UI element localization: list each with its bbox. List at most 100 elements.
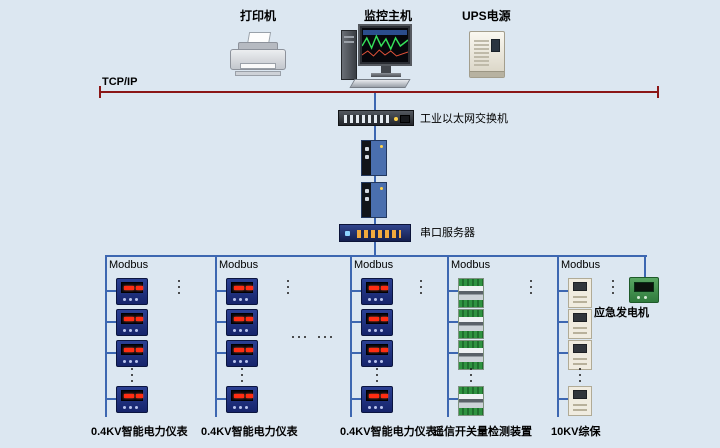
fieldbus-line	[447, 255, 449, 417]
fieldbus-line	[557, 255, 559, 417]
device-stub-line	[107, 398, 116, 400]
bus-devices-label: 0.4KV智能电力仪表	[91, 426, 188, 438]
meter-display	[121, 390, 143, 401]
serial-bus-link	[374, 242, 376, 256]
device-stub-line	[217, 321, 226, 323]
fieldbus-line	[215, 255, 217, 417]
relay-line	[573, 358, 587, 360]
power-meter-icon	[116, 340, 148, 367]
tcpip-label: TCP/IP	[102, 76, 138, 88]
device-stub-line	[559, 290, 568, 292]
device-stub-line	[559, 321, 568, 323]
meter-buttons	[123, 406, 138, 409]
device-stub-line	[449, 290, 458, 292]
power-meter-icon	[226, 340, 258, 367]
device-stub-line	[107, 352, 116, 354]
meter-display	[231, 313, 253, 324]
bus-devices-label: 遥信开关量检测装置	[433, 426, 532, 438]
meter-buttons	[233, 360, 248, 363]
relay-line	[573, 409, 587, 411]
more-devices-ellipsis	[470, 368, 472, 382]
switch-label: 工业以太网交换机	[420, 113, 508, 125]
bus-devices-label: 10KV综保	[551, 426, 601, 438]
power-meter-icon	[226, 278, 258, 305]
serial-ports	[357, 230, 401, 238]
relay-display	[573, 282, 587, 291]
pc-monitor	[358, 24, 412, 66]
device-stub-line	[217, 398, 226, 400]
printer-icon	[230, 32, 286, 79]
fieldbus-line	[350, 255, 352, 417]
meter-display	[231, 344, 253, 355]
ups-icon	[469, 31, 505, 78]
device-stub-line	[107, 290, 116, 292]
more-branch-ellipsis	[287, 280, 289, 294]
switch-ports	[344, 115, 390, 123]
device-stub-line	[449, 398, 458, 400]
terminal-strip-bottom	[459, 408, 483, 415]
main-bus-line	[105, 255, 647, 257]
ups-label: UPS电源	[462, 9, 511, 23]
meter-display	[121, 313, 143, 324]
more-branch-ellipsis	[178, 280, 180, 294]
meter-buttons	[368, 329, 383, 332]
meter-buttons	[233, 298, 248, 301]
converter-serial-link	[374, 218, 376, 224]
bus-protocol-label: Modbus	[109, 259, 149, 271]
terminal-strip-top	[459, 341, 483, 348]
meter-buttons	[368, 406, 383, 409]
relay-line	[573, 404, 587, 406]
relay-line	[573, 327, 587, 329]
power-meter-icon	[361, 386, 393, 413]
meter-buttons	[233, 329, 248, 332]
bus-protocol-label: Modbus	[561, 259, 601, 271]
device-stub-line	[217, 352, 226, 354]
module-face	[459, 348, 483, 362]
terminal-strip-bottom	[459, 300, 483, 307]
more-branch-ellipsis	[420, 280, 422, 294]
fieldbus-line	[105, 255, 107, 417]
pc-screen	[362, 28, 408, 62]
scada-waveform	[362, 30, 408, 57]
pc-keyboard	[349, 79, 411, 88]
relay-display	[573, 344, 587, 353]
protection-relay-icon	[568, 309, 592, 339]
relay-line	[573, 332, 587, 334]
protection-relay-icon	[568, 386, 592, 416]
meter-display	[121, 282, 143, 293]
terminal-strip-top	[459, 310, 483, 317]
meter-buttons	[123, 360, 138, 363]
meter-display	[231, 282, 253, 293]
protection-relay-icon	[568, 278, 592, 308]
meter-display	[366, 313, 388, 324]
io-module-icon	[458, 309, 484, 339]
meter-buttons	[368, 298, 383, 301]
io-module-icon	[458, 278, 484, 308]
serial-server-label: 串口服务器	[420, 227, 475, 239]
meter-buttons	[123, 298, 138, 301]
tcpip-bus-line	[100, 91, 658, 93]
power-meter-icon	[226, 386, 258, 413]
device-stub-line	[217, 290, 226, 292]
bus-protocol-label: Modbus	[354, 259, 394, 271]
io-module-icon	[458, 386, 484, 416]
power-meter-icon	[361, 278, 393, 305]
more-devices-ellipsis	[131, 368, 133, 382]
printer-label: 打印机	[240, 9, 277, 23]
bus-devices-label: 0.4KV智能电力仪表	[201, 426, 298, 438]
more-branch-ellipsis	[530, 280, 532, 294]
media-converter-icon	[361, 182, 387, 218]
io-module-icon	[458, 340, 484, 370]
media-converter-icon	[361, 140, 387, 176]
relay-line	[573, 363, 587, 365]
ethernet-switch-icon	[338, 110, 414, 126]
more-devices-ellipsis	[579, 368, 581, 382]
power-meter-icon	[116, 278, 148, 305]
terminal-strip-bottom	[459, 331, 483, 338]
meter-buttons	[233, 406, 248, 409]
module-face	[459, 286, 483, 300]
meter-display	[121, 344, 143, 355]
device-stub-line	[559, 352, 568, 354]
bus-protocol-label: Modbus	[451, 259, 491, 271]
